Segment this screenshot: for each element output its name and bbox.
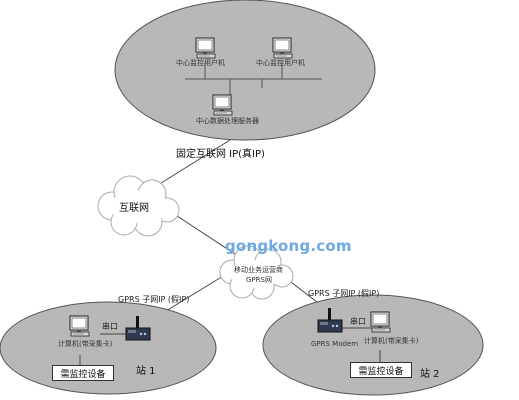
gprs-cloud-label-line1: 移动业务运营商	[234, 266, 283, 274]
station1-device-box: 需监控设备	[52, 365, 114, 381]
watermark: gongkong.com	[225, 237, 352, 255]
internet-label: 互联网	[119, 203, 149, 214]
center-zone	[114, 0, 376, 141]
internet-to-gprs-link	[167, 209, 239, 257]
server-icon	[212, 94, 233, 116]
center-pc-right-icon	[272, 37, 293, 59]
gprs-subnet-ip-right-label: GPRS 子网IP (假IP)	[308, 289, 380, 298]
server-to-internet-link	[149, 139, 231, 191]
server-label: 中心数据处理服务器	[196, 117, 259, 125]
station2-serial-label: 串口	[350, 317, 366, 326]
gprs-subnet-ip-left-label: GPRS 子网IP (假IP)	[118, 295, 190, 304]
station1-pc-icon	[69, 315, 90, 337]
station2-pc-icon	[370, 311, 391, 333]
station1-pc-label: 计算机(带采集卡)	[58, 340, 113, 348]
center-pc-left-icon	[195, 37, 216, 59]
station2-pc-label: 计算机(带采集卡)	[364, 337, 419, 345]
fixed-ip-label: 固定互联网 IP(真IP)	[176, 149, 265, 160]
station2-modem-label: GPRS Modem	[311, 340, 359, 348]
station2-zone	[262, 294, 484, 396]
center-pc-right-label: 中心监控用户机	[256, 59, 305, 67]
station2-device-box: 需监控设备	[350, 362, 412, 378]
station2-label: 站 2	[420, 369, 440, 380]
station1-label: 站 1	[136, 366, 156, 377]
station1-serial-label: 串口	[102, 322, 118, 331]
gprs-cloud-label-line2: GPRS网	[246, 276, 272, 284]
center-pc-left-label: 中心监控用户机	[176, 59, 225, 67]
